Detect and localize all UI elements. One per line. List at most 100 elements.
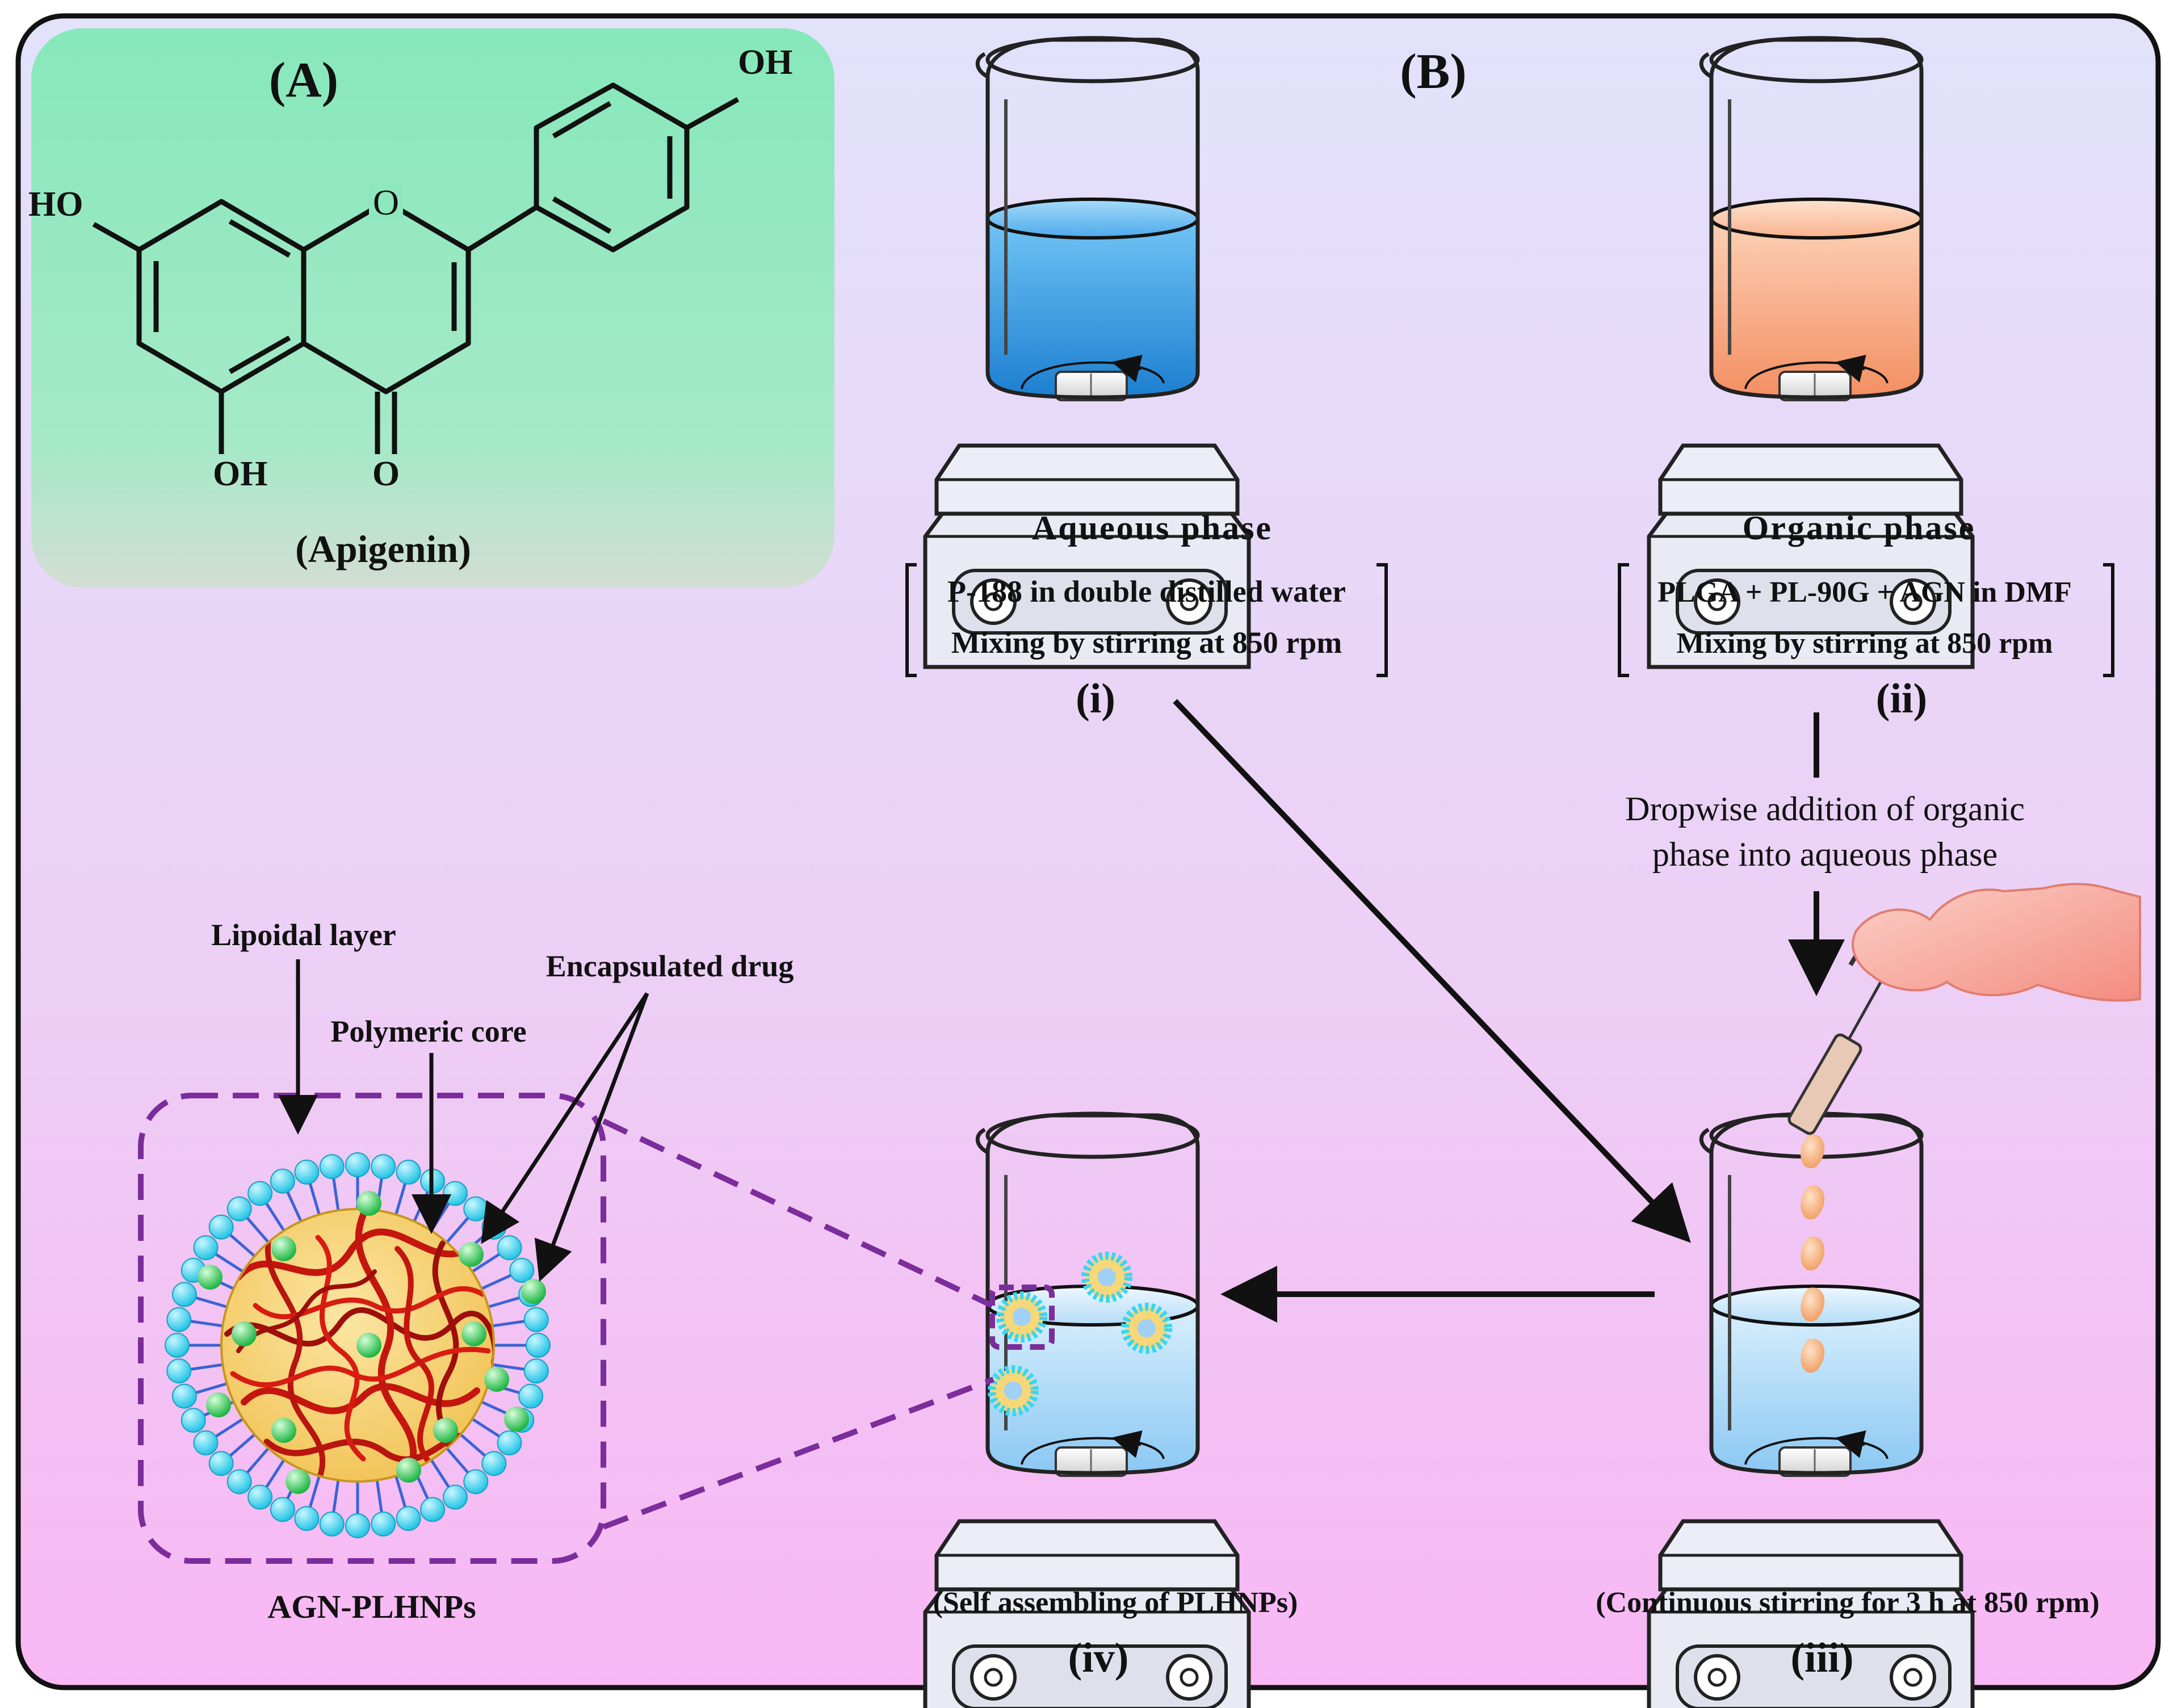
nanoparticle-name: AGN-PLHNPs [267,1588,476,1625]
lipid-tail [395,1475,407,1509]
lipid-head [497,1430,522,1455]
lipid-head [345,1152,370,1177]
organic-phase-title: Organic phase [1743,509,1976,547]
lipid-head [497,1235,522,1261]
lipid-tail [481,1273,513,1290]
lipid-tail [375,1480,384,1514]
lipid-head [396,1506,421,1531]
lipid-tail [492,1363,527,1371]
lipid-tail [194,1382,228,1395]
lipid-tail [308,1181,321,1215]
lipid-head [345,1513,370,1538]
nanoparticle-zoom-box [138,1093,606,1564]
zoom-line-bottom [602,1377,994,1530]
label-polymeric-core: Polymeric core [330,1014,526,1048]
lipid-tail [331,1176,340,1211]
lipid-tail [395,1181,407,1215]
lipid-tail [264,1201,286,1232]
lipid-head [442,1484,468,1510]
panel-a-label: (A) [269,53,338,108]
pointer-drug-1 [481,992,649,1244]
lipid-head [518,1383,544,1409]
lipid-tail [430,1459,451,1489]
lipid-head [526,1333,551,1358]
lipid-head [420,1497,446,1522]
step-ii-line1: PLGA + PL-90G + AGN in DMF [1657,576,2072,608]
lipid-head [165,1333,190,1358]
atom-oh-bottom: OH [213,455,267,493]
lipid-tail [245,1215,270,1244]
lipid-tail [194,1296,228,1308]
step-iv-numeral: (iv) [1068,1635,1129,1681]
zoom-selection-box [989,1285,1055,1350]
lipid-head [371,1154,396,1180]
lipid-head [481,1451,507,1476]
lipid-head [463,1196,489,1222]
dropwise-text-line2: phase into aqueous phase [1652,836,1997,873]
beaker-mixing [1649,1114,1973,1708]
lipid-tail [446,1215,471,1244]
step-i-line1: P-188 in double distilled water [947,574,1346,608]
lipid-head [463,1469,489,1495]
step-i-line2: Mixing by stirring at 850 rpm [951,626,1342,660]
lipid-head [396,1159,421,1185]
lipid-tail [471,1252,502,1273]
lipid-head [523,1358,549,1384]
lipid-head [509,1257,535,1283]
pointer-drug-2 [534,992,649,1282]
step-iv-caption: (Self assembling of PLHNPs) [933,1587,1298,1619]
lipid-tail [488,1296,522,1308]
step-ii-numeral: (ii) [1876,675,1927,722]
step-iii-caption: (Continuous stirring for 3 h at 850 rpm) [1596,1587,2099,1619]
label-encapsulated-drug: Encapsulated drug [546,949,794,983]
lipid-tail [471,1417,502,1439]
step-i-numeral: (i) [1076,675,1115,722]
lipid-tail [492,1319,527,1328]
lipid-head [442,1181,468,1206]
lipid-head [319,1511,345,1537]
lipid-tail [459,1433,488,1458]
lipid-tail [446,1447,471,1475]
lipid-tail [188,1363,223,1371]
lipid-head [226,1196,252,1222]
lipid-head [171,1383,197,1409]
bracket-step-ii [1618,563,2114,677]
label-lipoidal-layer: Lipoidal layer [211,918,396,952]
step-ii-line2: Mixing by stirring at 850 rpm [1677,627,2053,660]
lipid-head [166,1358,192,1384]
lipid-tail [213,1417,244,1439]
lipid-head [523,1307,549,1332]
lipid-tail [188,1319,223,1328]
zoom-line-top [602,1118,994,1308]
aqueous-phase-title: Aqueous phase [1032,509,1273,547]
lipid-tail [286,1190,303,1222]
organic-droplets [1801,1134,1825,1373]
encapsulated-drug-particles [198,1191,546,1494]
lipid-tail [331,1480,340,1514]
atom-oh-top: OH [738,43,792,82]
lipid-tail [308,1475,321,1509]
beaker-organic [1649,38,1973,667]
lipid-head [166,1307,192,1332]
bracket-step-i [905,563,1388,677]
lipid-head [208,1451,234,1476]
lipid-head [226,1469,252,1495]
polymer-chains [224,1211,493,1480]
lipid-tail [213,1252,244,1273]
lipid-head [181,1408,206,1433]
mini-nanoparticles [988,1252,1172,1416]
glove-hand [1852,883,2141,1002]
dropwise-text-line1: Dropwise addition of organic [1625,790,2025,828]
arrow-i-to-iii [1173,699,1691,1243]
lipid-head [319,1154,345,1180]
lipid-head [171,1282,197,1307]
lipid-head [294,1159,320,1185]
lipid-head [270,1497,295,1522]
lipid-head [270,1168,295,1194]
lipid-tail [228,1232,256,1257]
lipid-head [193,1430,219,1455]
lipid-head [247,1181,273,1206]
beaker-aqueous [925,38,1249,667]
lipid-tail [264,1459,286,1489]
